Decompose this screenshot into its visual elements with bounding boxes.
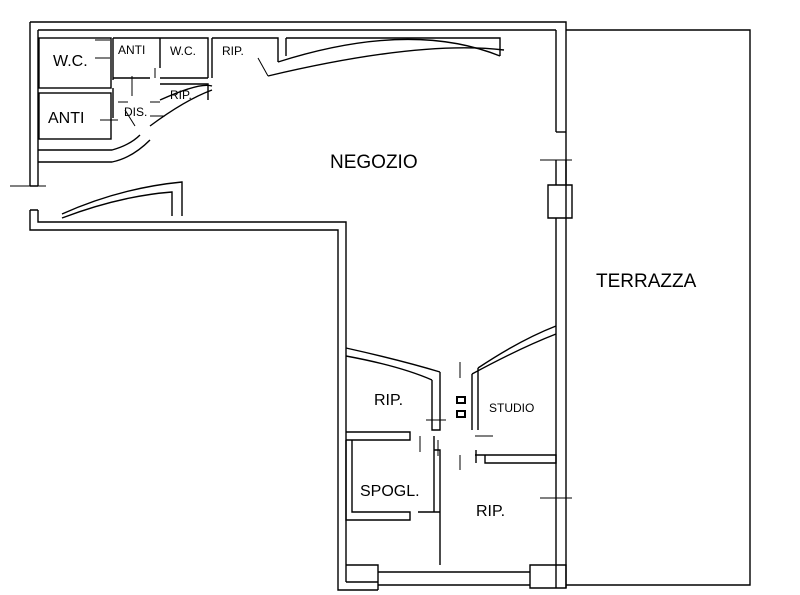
- lower-rooms-walls: [10, 159, 572, 565]
- room-rip-1: RIP.: [222, 44, 244, 58]
- room-labels: NEGOZIO TERRAZZA W.C. ANTI ANTI W.C. RIP…: [48, 43, 697, 520]
- room-dis: DIS.: [124, 105, 147, 119]
- room-spogl: SPOGL.: [360, 483, 420, 500]
- service-block-walls: [38, 37, 505, 219]
- stair-icon: [456, 396, 466, 418]
- room-studio: STUDIO: [489, 401, 534, 415]
- room-wc-1: W.C.: [53, 53, 88, 70]
- room-rip-4: RIP.: [476, 503, 505, 520]
- room-wc-2: W.C.: [170, 44, 196, 58]
- room-rip-2: RIP.: [170, 88, 192, 102]
- room-negozio: NEGOZIO: [330, 152, 418, 173]
- room-anti-2: ANTI: [118, 43, 145, 57]
- outer-walls: [29, 21, 751, 591]
- room-rip-3: RIP.: [374, 392, 403, 409]
- room-terrazza: TERRAZZA: [596, 271, 697, 292]
- room-anti-1: ANTI: [48, 110, 84, 127]
